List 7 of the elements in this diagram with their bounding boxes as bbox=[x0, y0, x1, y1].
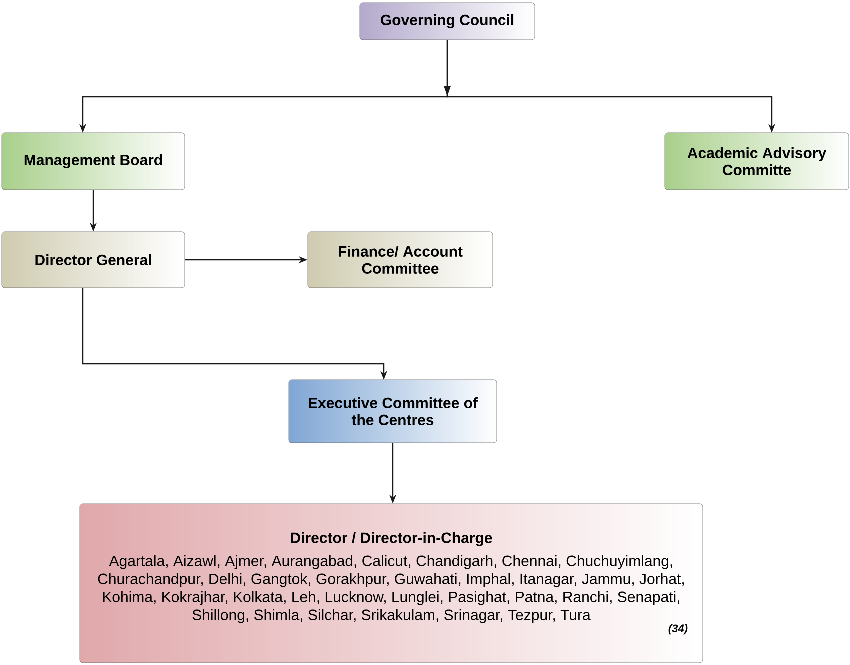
committee-box: Executive Committee of the Centres bbox=[288, 380, 498, 444]
committee-box: Finance/ Account Committee bbox=[308, 232, 494, 288]
director-box: Director General bbox=[2, 232, 186, 288]
board-box: Management Board bbox=[2, 132, 186, 190]
council-box: Governing Council bbox=[360, 2, 536, 40]
centres-box: Director / Director-in-Charge Agartala, Aizawl, Ajmer, Aurangabad, Calicut, Chandigarh, Chennai, Chuchuyimlang, Churachandpur, Delhi, Gangtok, Gorakhpur, Guwahati, Imphal, Itanagar, Jammu, Jorhat, Kohima, Kokrajhar, Kolkata, Leh, Lucknow, Lunglei, Pasighat, Patna, Ranchi, Senapati, Shillong, Shimla, Silchar, Srikakulam, Srinagar, Tezpur, Tura (34) bbox=[80, 504, 704, 664]
committee-box: Academic Advisory Committe bbox=[664, 132, 850, 190]
